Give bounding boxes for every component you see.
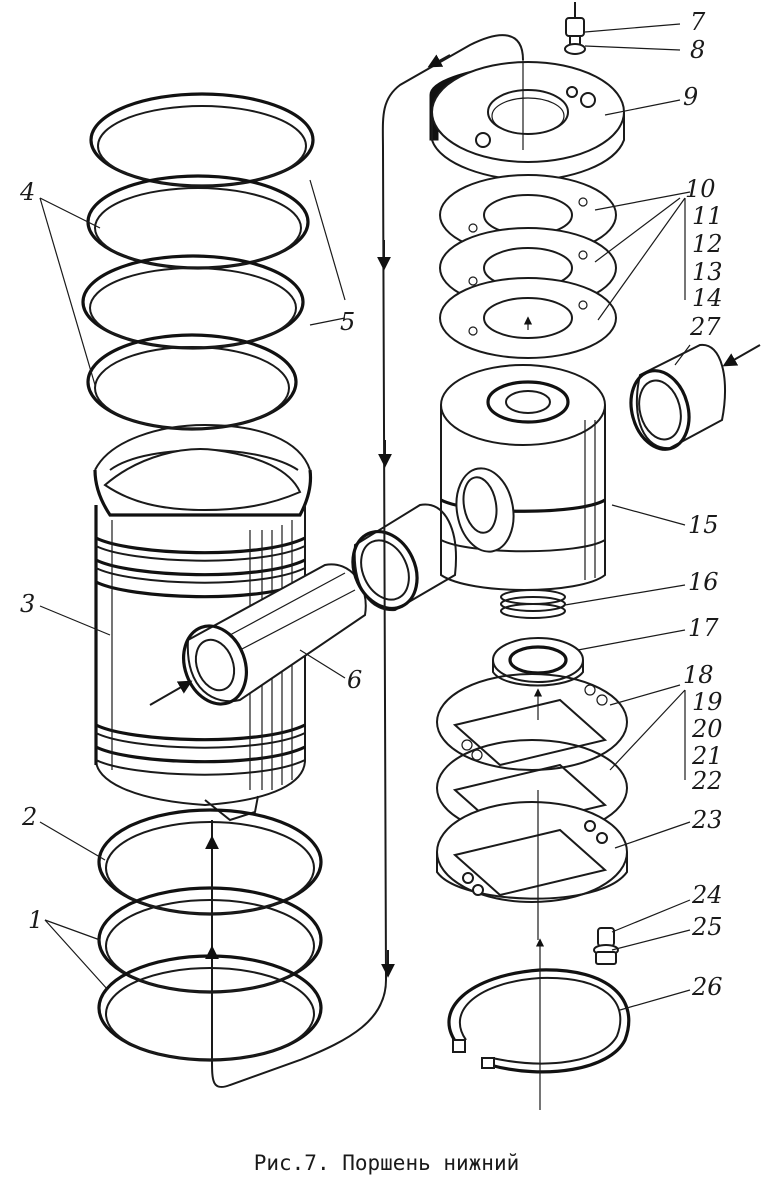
label-25: 25	[691, 913, 723, 941]
label-27: 27	[689, 313, 721, 341]
washer-17	[492, 637, 584, 687]
label-16: 16	[688, 568, 719, 596]
label-21: 21	[691, 742, 723, 770]
label-6: 6	[347, 666, 362, 694]
bolt-24	[593, 927, 619, 965]
label-12: 12	[692, 230, 723, 258]
label-5: 5	[340, 308, 355, 336]
label-1: 1	[28, 906, 43, 934]
label-13: 13	[692, 258, 723, 286]
label-20: 20	[691, 715, 723, 743]
label-22: 22	[691, 767, 723, 795]
label-17: 17	[688, 614, 719, 642]
label-14: 14	[692, 284, 723, 312]
label-18: 18	[683, 661, 714, 689]
label-8: 8	[690, 36, 705, 64]
leader-lines	[39, 23, 691, 1011]
label-26: 26	[691, 973, 723, 1001]
label-15: 15	[688, 511, 719, 539]
needle-bearing-27	[629, 343, 727, 451]
snap-ring-26	[447, 968, 631, 1074]
label-4: 4	[19, 178, 35, 206]
piston-pin	[182, 563, 367, 706]
part-number-labels: 4 5 3 6 2 1 7 8 9 10 11 12 13 14 27 15 1…	[19, 8, 723, 1001]
needle-bearing-center	[351, 503, 457, 612]
label-2: 2	[21, 803, 37, 831]
label-24: 24	[691, 881, 723, 909]
piston-body	[93, 423, 313, 822]
shims-10-14	[439, 174, 617, 359]
spring-16	[500, 589, 566, 619]
upper-rings-group	[81, 92, 315, 431]
lower-rings-group	[97, 808, 323, 1062]
label-10: 10	[685, 175, 716, 203]
flange-9	[429, 61, 625, 182]
label-9: 9	[683, 83, 698, 111]
housing-15	[440, 364, 606, 591]
figure-caption: Рис.7. Поршень нижний	[253, 1151, 520, 1175]
label-19: 19	[692, 688, 723, 716]
label-11: 11	[692, 202, 723, 230]
label-3: 3	[20, 590, 35, 618]
assembly-path-line	[211, 34, 524, 1088]
screw-7	[564, 2, 586, 55]
label-7: 7	[690, 8, 706, 36]
plate-23	[436, 801, 628, 903]
label-23: 23	[691, 806, 723, 834]
